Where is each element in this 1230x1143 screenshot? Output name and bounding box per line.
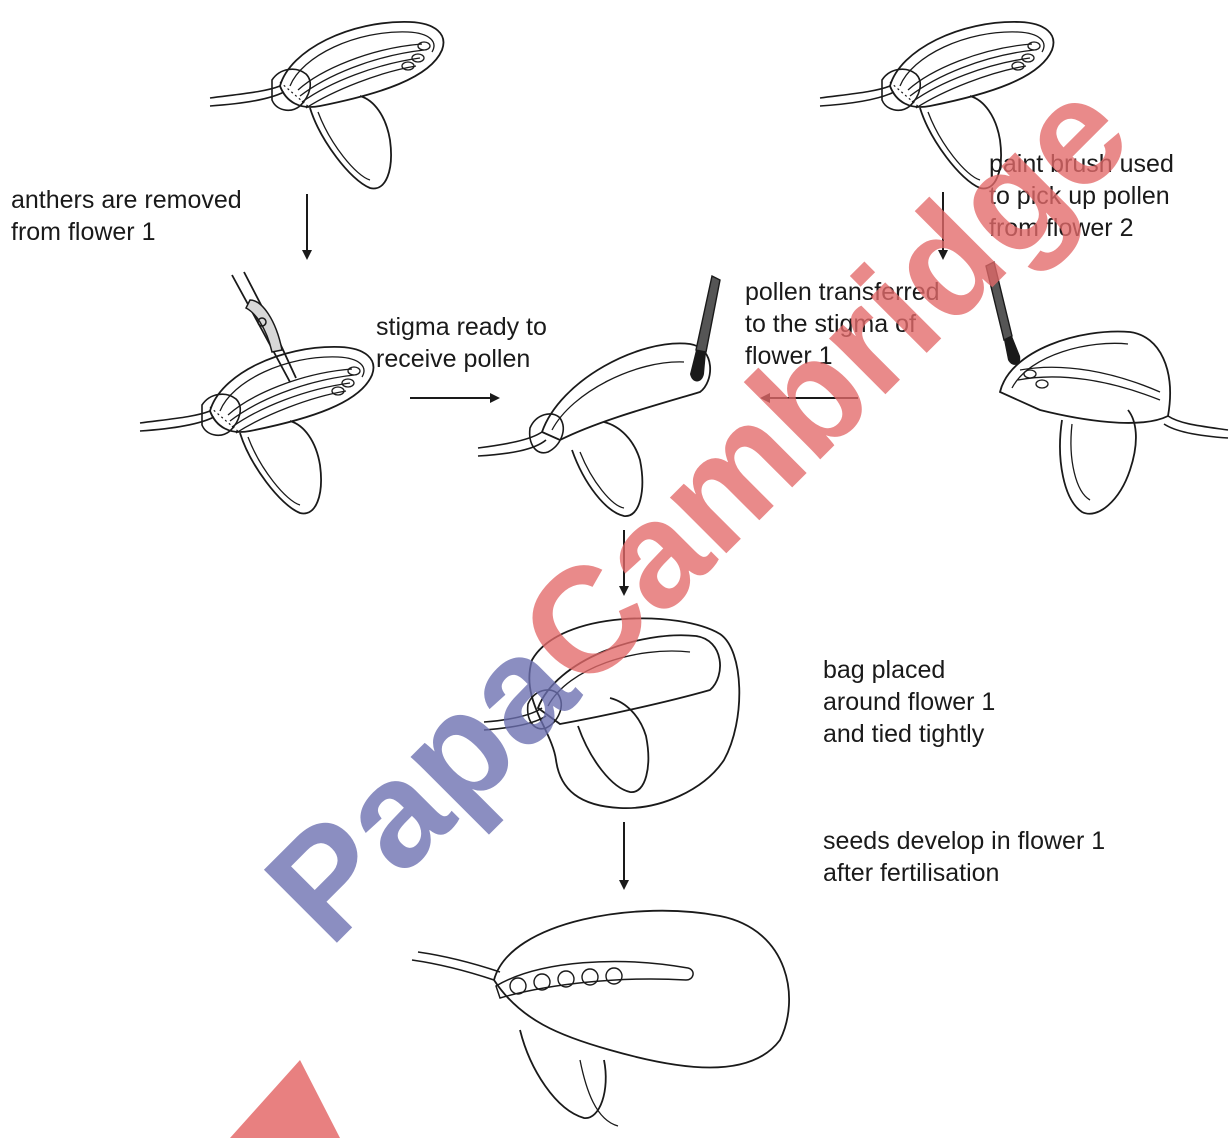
label-line: paint brush used [989, 148, 1174, 180]
flower-2-pollen-pickup [986, 262, 1228, 514]
flower-1-intact [210, 22, 443, 189]
label-line: from flower 2 [989, 212, 1174, 244]
label-line: to pick up pollen [989, 180, 1174, 212]
label-line: after fertilisation [823, 857, 1105, 889]
paint-brush-icon [690, 276, 720, 382]
label-line: and tied tightly [823, 718, 995, 750]
label-line: stigma ready to [376, 311, 547, 343]
label-line: to the stigma of [745, 308, 940, 340]
paint-brush-icon [986, 262, 1020, 365]
label-line: anthers are removed [11, 184, 242, 216]
label-line: seeds develop in flower 1 [823, 825, 1105, 857]
label-line: from flower 1 [11, 216, 242, 248]
flower-1-seeds [412, 911, 789, 1126]
flower-1-bagged [484, 618, 739, 808]
label-anthers-removed: anthers are removed from flower 1 [11, 184, 242, 248]
tweezers-icon [232, 272, 296, 382]
label-line: receive pollen [376, 343, 547, 375]
label-stigma-ready: stigma ready to receive pollen [376, 311, 547, 375]
label-bag-placed: bag placed around flower 1 and tied tigh… [823, 654, 995, 750]
flower-1-anthers-removed [140, 272, 373, 513]
label-line: around flower 1 [823, 686, 995, 718]
label-paint-brush: paint brush used to pick up pollen from … [989, 148, 1174, 244]
label-pollen-transferred: pollen transferred to the stigma of flow… [745, 276, 940, 372]
label-line: bag placed [823, 654, 995, 686]
label-line: flower 1 [745, 340, 940, 372]
label-seeds-develop: seeds develop in flower 1 after fertilis… [823, 825, 1105, 889]
label-line: pollen transferred [745, 276, 940, 308]
